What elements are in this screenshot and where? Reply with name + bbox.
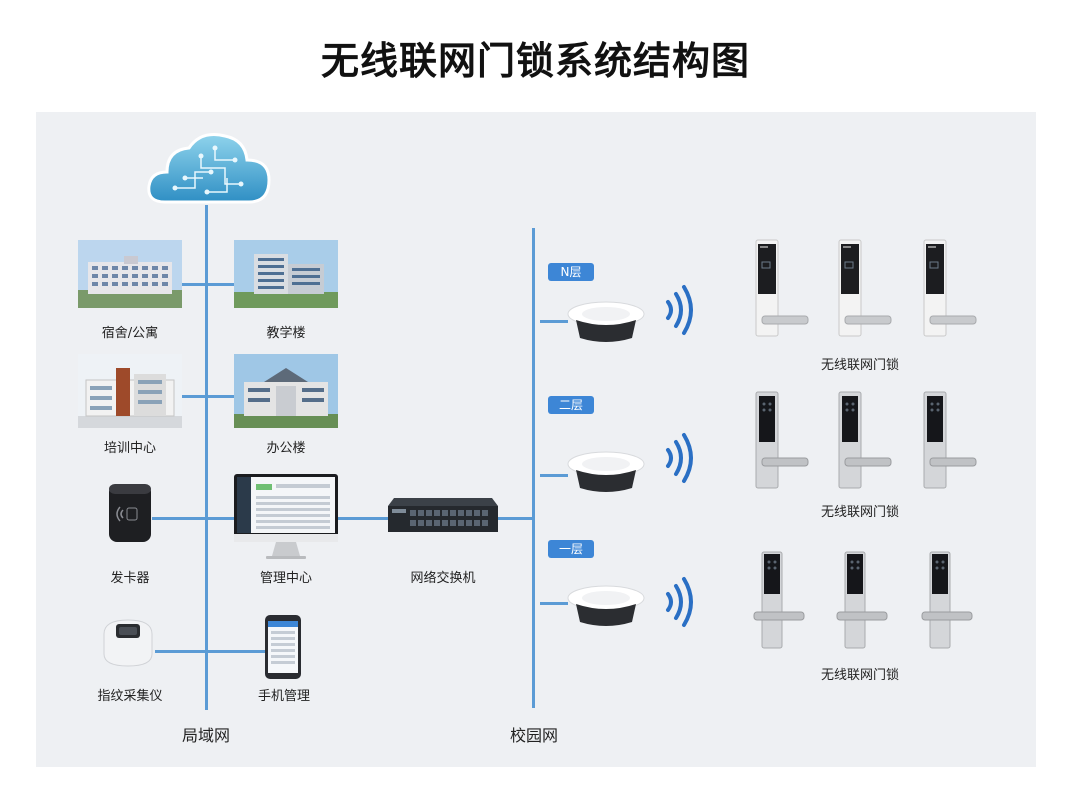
link-training [182, 395, 234, 398]
lock-group-label: 无线联网门锁 [820, 505, 899, 520]
door-lock-icon [836, 551, 888, 649]
teaching-label: 教学楼 [266, 326, 306, 341]
card-issuer-device [109, 484, 151, 542]
lan-backbone-line [205, 205, 208, 710]
management-monitor [234, 474, 338, 559]
page-title: 无线联网门锁系统结构图 [320, 39, 750, 83]
campus-label: 校园网 [509, 726, 558, 745]
lan-label: 局域网 [181, 726, 230, 745]
training-center-image [78, 354, 182, 428]
door-lock-icon [921, 551, 973, 649]
teaching-building-image [234, 240, 338, 308]
door-lock-icon [923, 239, 977, 337]
door-lock-icon [838, 391, 892, 489]
dorm-label: 宿舍/公寓 [101, 326, 159, 341]
diagram-panel [36, 112, 1036, 767]
door-lock-icon [838, 239, 892, 337]
campus-backbone-line [532, 228, 535, 708]
cloud-icon [147, 133, 271, 204]
wifi-signal-icon [666, 285, 693, 335]
link-switch-campus [497, 517, 534, 520]
wifi-signal-icon [666, 577, 693, 627]
link-card-issuer [152, 517, 237, 520]
door-lock-icon [755, 239, 809, 337]
network-switch-device [388, 498, 498, 532]
training-label: 培训中心 [103, 441, 156, 456]
door-lock-icon [755, 391, 809, 489]
door-lock-icon [753, 551, 805, 649]
link-floor-2 [540, 474, 568, 477]
gateway-device-2 [567, 451, 645, 492]
link-management-switch [338, 517, 388, 520]
link-dorm [182, 283, 234, 286]
office-building-image [234, 354, 338, 428]
mobile-phone-device [265, 615, 301, 679]
link-floor-n [540, 320, 568, 323]
fingerprint-reader-device [103, 619, 153, 667]
door-lock-icon [923, 391, 977, 489]
office-label: 办公楼 [266, 441, 306, 456]
lock-group-label: 无线联网门锁 [820, 668, 899, 683]
lock-group-label: 无线联网门锁 [820, 358, 899, 373]
wifi-signal-icon [666, 433, 693, 483]
gateway-device-1 [567, 585, 645, 626]
floor-tag-2: 二层 [548, 396, 594, 414]
card-issuer-label: 发卡器 [110, 571, 150, 586]
management-label: 管理中心 [259, 571, 312, 586]
mobile-label: 手机管理 [257, 689, 310, 704]
floor-tag-n: N层 [548, 263, 594, 281]
switch-label: 网络交换机 [410, 571, 476, 586]
floor-tag-1: 一层 [548, 540, 594, 558]
dorm-building-image [78, 240, 182, 308]
link-fingerprint [155, 650, 265, 653]
gateway-device-n [567, 301, 645, 342]
fingerprint-label: 指纹采集仪 [97, 689, 163, 704]
link-floor-1 [540, 602, 568, 605]
